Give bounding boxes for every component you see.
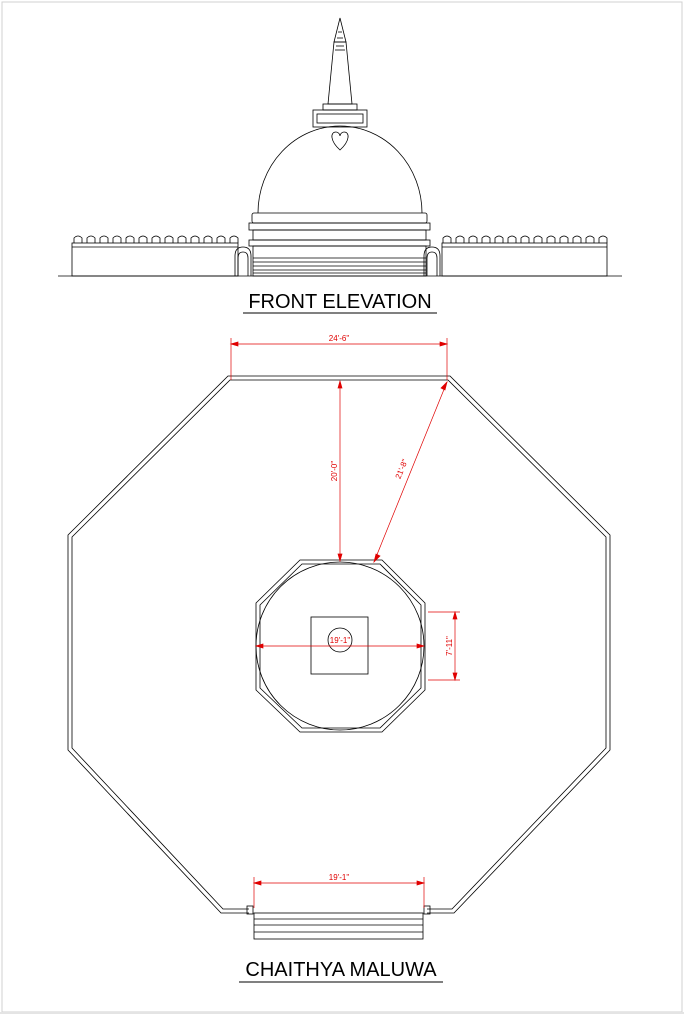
plan-entrance-steps <box>253 912 424 940</box>
right-gate-post <box>423 246 441 276</box>
harmika-square <box>310 616 369 675</box>
dimension-lines <box>229 338 460 908</box>
elevation-title: FRONT ELEVATION <box>248 291 431 313</box>
front-elevation <box>58 17 622 277</box>
heart-ornament <box>331 131 349 151</box>
plan-view <box>67 375 611 940</box>
dim-entrance-width: 19'-1" <box>329 873 350 882</box>
dim-dome-diameter: 19'-1" <box>330 636 351 645</box>
harmika <box>312 103 368 128</box>
plan-title: CHAITHYA MALUWA <box>245 959 437 981</box>
right-wall-pinnacles <box>442 235 608 243</box>
stupa-dome <box>257 125 423 214</box>
dim-vertical-depth: 20'-0" <box>330 461 339 482</box>
maluwa-outer-wall <box>71 379 607 910</box>
dim-diagonal-depth: 21'-8" <box>394 458 410 480</box>
spire-circle <box>327 627 353 653</box>
plan-right-post <box>423 905 431 915</box>
stupa-base-octagon-outer <box>255 559 426 733</box>
stupa-base-steps <box>252 245 427 277</box>
plan-left-post <box>246 905 254 915</box>
left-wall-pinnacles <box>73 235 239 243</box>
spire <box>327 17 353 105</box>
dim-top-width: 24'-6" <box>329 334 350 343</box>
left-gate-post <box>234 246 252 276</box>
left-wall <box>71 235 239 277</box>
dim-side-width: 7'-11" <box>445 636 454 656</box>
maluwa-inner-wall <box>67 375 611 914</box>
right-wall <box>441 235 608 277</box>
pesa-rings <box>248 212 431 247</box>
stupa-base-octagon-inner <box>259 563 422 729</box>
